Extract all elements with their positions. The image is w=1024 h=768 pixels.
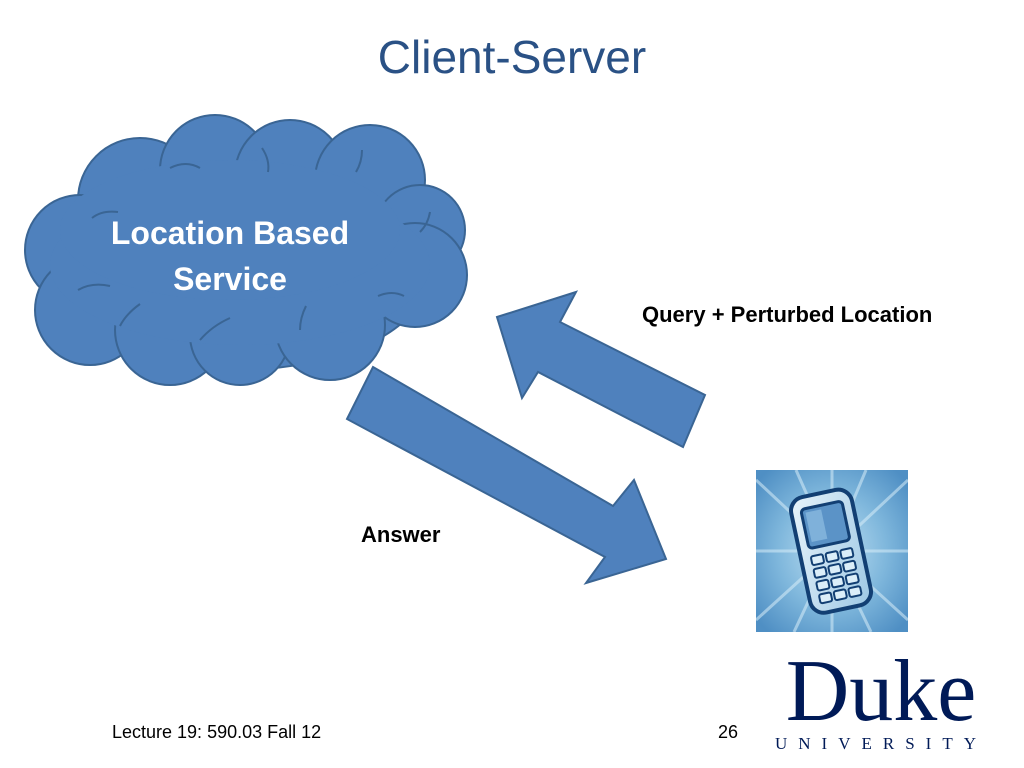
- duke-university-logo: Duke UNIVERSITY: [766, 648, 996, 758]
- cloud-label: Location Based Service: [110, 215, 350, 297]
- mobile-phone-icon: [756, 470, 908, 632]
- logo-wordmark: Duke: [785, 643, 977, 740]
- slide-number: 26: [718, 722, 739, 742]
- footer-lecture-info: Lecture 19: 590.03 Fall 12: [112, 722, 322, 742]
- arrow-down-right-icon: [345, 365, 668, 585]
- arrow-up-left-icon: [495, 290, 707, 449]
- cloud-icon: [24, 114, 468, 386]
- logo-subtitle: UNIVERSITY: [775, 734, 987, 753]
- slide-title: Client-Server: [377, 31, 647, 83]
- answer-label: Answer: [361, 522, 441, 547]
- query-label: Query + Perturbed Location: [642, 302, 933, 327]
